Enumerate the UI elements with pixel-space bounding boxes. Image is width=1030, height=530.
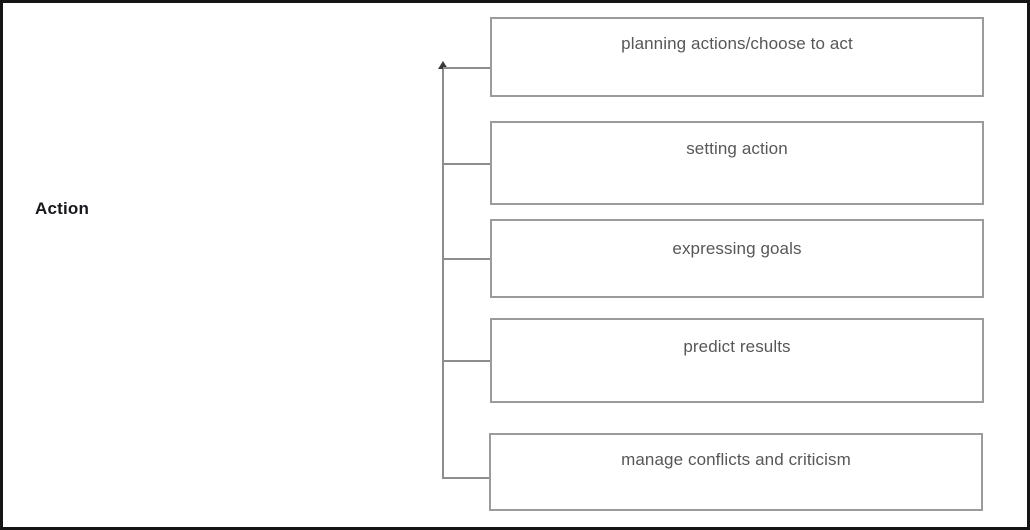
node-setting-action[interactable]: setting action: [490, 121, 984, 205]
connector-stub-5: [443, 477, 491, 479]
node-predict-results-label: predict results: [683, 337, 791, 356]
connector-spine: [442, 67, 444, 479]
node-planning-actions[interactable]: planning actions/choose to act: [490, 17, 984, 97]
root-node-action: Action: [35, 199, 90, 218]
node-expressing-goals[interactable]: expressing goals: [490, 219, 984, 298]
arrow-up-icon: [438, 61, 448, 69]
node-planning-actions-label: planning actions/choose to act: [621, 34, 853, 53]
node-predict-results[interactable]: predict results: [490, 318, 984, 403]
node-setting-action-label: setting action: [686, 139, 788, 158]
node-manage-conflicts-label: manage conflicts and criticism: [621, 450, 851, 469]
connector-stub-1: [443, 67, 491, 69]
node-manage-conflicts[interactable]: manage conflicts and criticism: [489, 433, 983, 511]
connector-stub-4: [443, 360, 491, 362]
node-expressing-goals-label: expressing goals: [672, 239, 802, 258]
connector-stub-3: [443, 258, 491, 260]
connector-stub-2: [443, 163, 491, 165]
